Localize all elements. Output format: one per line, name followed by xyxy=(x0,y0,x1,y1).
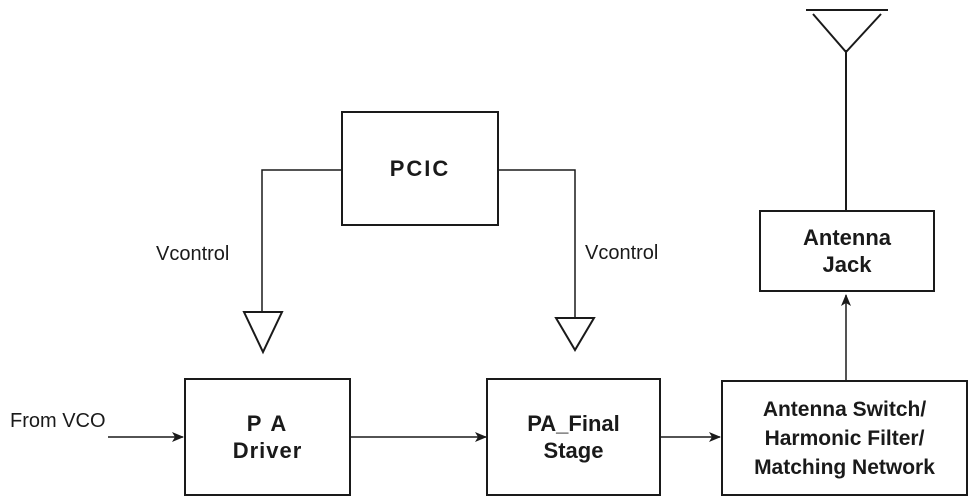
antenna-icon xyxy=(812,13,882,54)
vcontrol-left-triangle xyxy=(242,311,284,355)
antenna-switch-line1: Antenna Switch/ xyxy=(762,397,927,421)
pa-driver-line2: Driver xyxy=(232,438,303,463)
vcontrol-left-label: Vcontrol xyxy=(156,243,230,265)
vcontrol-right-triangle xyxy=(554,317,596,352)
antenna-switch-block: Antenna Switch/ Harmonic Filter/ Matchin… xyxy=(721,380,968,496)
antenna-jack-line2: Jack xyxy=(822,252,872,277)
pa-final-block: PA_Final Stage xyxy=(486,378,661,496)
vcontrol-right-label: Vcontrol xyxy=(585,242,659,264)
antenna-switch-line2: Harmonic Filter/ xyxy=(764,426,925,450)
pcic-right-wire xyxy=(497,169,576,318)
pcic-block: PCIC xyxy=(341,111,499,226)
from-vco-label: From VCO xyxy=(10,410,106,432)
pa-final-line1: PA_Final xyxy=(527,411,620,436)
pa-driver-block: P A Driver xyxy=(184,378,351,496)
antenna-jack-line1: Antenna xyxy=(803,225,891,250)
pa-final-line2: Stage xyxy=(543,438,604,463)
pcic-left-wire xyxy=(261,169,343,312)
pa-driver-line1: P A xyxy=(246,411,289,436)
antenna-jack-block: Antenna Jack xyxy=(759,210,935,292)
pcic-label: PCIC xyxy=(389,156,451,181)
antenna-switch-line3: Matching Network xyxy=(754,455,935,479)
